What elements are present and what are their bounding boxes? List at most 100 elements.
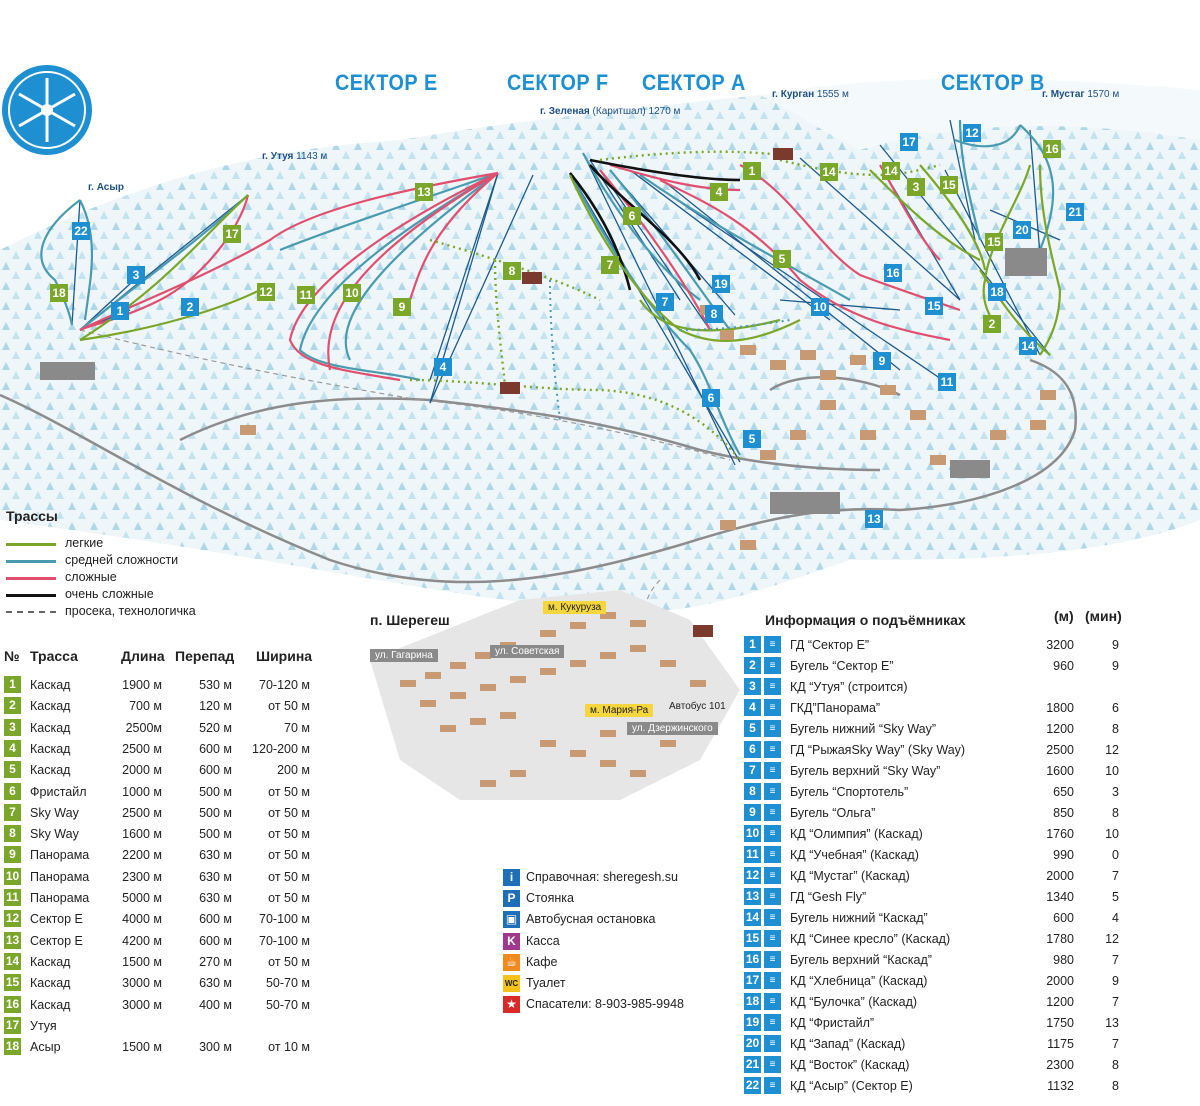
lift-name: КД “Булочка” (Каскад) (790, 995, 918, 1009)
trail-number-badge: 2 (4, 697, 21, 715)
trail-width: 200 м (277, 763, 310, 778)
lift-number-badge: 4 (744, 699, 761, 716)
lift-number-badge: 15 (744, 930, 761, 947)
map-trail-badge-7: 7 (601, 256, 619, 274)
trail-width: от 50 м (268, 891, 310, 905)
legend-line-4 (6, 611, 56, 613)
lift-name: КД “Синее кресло” (Каскад) (790, 932, 951, 946)
trail-drop: 500 м (199, 784, 232, 799)
lift-type-icon: ≡ (764, 825, 781, 842)
trail-name: Асыр (30, 1040, 61, 1055)
trail-width: 70-100 м (259, 912, 310, 927)
map-lift-badge-7: 7 (656, 293, 674, 311)
lift-length: 850 (1053, 806, 1074, 820)
trail-name: Сектор Е (30, 912, 83, 927)
map-trail-badge-1: 1 (743, 162, 761, 180)
trail-name: Каскад (30, 741, 71, 756)
legend-line-1 (6, 560, 56, 563)
peak-asyr: г. Асыр (88, 182, 125, 193)
lift-number-badge: 6 (744, 741, 761, 758)
lift-name: ГД “РыжаяSky Way” (Sky Way) (790, 743, 966, 757)
lift-time: 12 (1105, 743, 1119, 757)
lift-row: 3≡КД “Утуя” (строится) (744, 677, 1194, 697)
lift-number-badge: 12 (744, 867, 761, 884)
peak-kurgan: г. Курган 1555 м (772, 89, 849, 100)
lift-time: 7 (1112, 953, 1119, 967)
lift-type-icon: ≡ (764, 678, 781, 695)
trail-width: 70-120 м (259, 678, 310, 692)
trail-drop: 630 м (199, 869, 232, 884)
lift-time: 9 (1112, 659, 1119, 673)
trail-number-badge: 3 (4, 718, 21, 736)
trail-number-badge: 16 (4, 995, 21, 1013)
trail-drop: 300 м (199, 1040, 232, 1055)
trail-name: Каскад (30, 763, 71, 778)
mountain-terrain (0, 78, 1200, 612)
trail-drop: 500 м (199, 805, 232, 820)
lift-length: 980 (1053, 953, 1074, 967)
lift-type-icon: ≡ (764, 909, 781, 926)
lift-name: КД “Утуя” (строится) (790, 680, 908, 694)
legend-title: Трассы (6, 508, 58, 524)
trail-width: 70-100 м (259, 933, 310, 948)
service-label-0: Справочная: sheregesh.su (526, 870, 679, 884)
peak-mustag: г. Мустаг 1570 м (1042, 89, 1120, 100)
trail-length: 2000 м (122, 763, 162, 778)
trail-drop: 500 м (199, 827, 232, 842)
lift-name: Бугель нижний “Sky Way” (790, 722, 937, 736)
lift-time: 9 (1112, 638, 1119, 652)
cafe-icon: ☕ (503, 953, 520, 971)
lift-time: 4 (1112, 911, 1119, 925)
map-trail-badge-9: 9 (393, 298, 411, 316)
trail-width: от 50 м (268, 784, 310, 799)
easy-dotted-trails (409, 150, 941, 461)
lift-number-badge: 13 (744, 888, 761, 905)
lift-length: 2000 (1046, 869, 1074, 883)
medium-dotted-trails (549, 279, 791, 421)
trail-name: Сектор Е (30, 933, 83, 948)
trail-number-badge: 5 (4, 761, 21, 779)
map-lift-badge-12: 12 (963, 124, 981, 142)
lift-type-icon: ≡ (764, 720, 781, 737)
lift-number-badge: 1 (744, 636, 761, 653)
lift-number-badge: 20 (744, 1035, 761, 1052)
lift-name: КД “Асыр” (Сектор Е) (790, 1079, 913, 1093)
lift-type-icon: ≡ (764, 657, 781, 674)
trail-width: 70 м (284, 720, 310, 735)
trail-drop: 600 м (199, 912, 232, 927)
trail-name: Каскад (30, 976, 71, 991)
map-lift-badge-17: 17 (900, 133, 918, 151)
lift-length: 2500 (1046, 743, 1074, 757)
legend-label-4: просека, технологичка (65, 604, 196, 618)
trail-name: Каскад (30, 699, 71, 714)
trail-length: 2500 м (122, 741, 162, 756)
lift-length: 1780 (1046, 932, 1074, 946)
trail-name: Каскад (30, 954, 71, 969)
trail-drop: 630 м (199, 891, 232, 905)
rescue-star-icon: ★ (503, 996, 520, 1014)
map-trail-badge-14: 14 (882, 162, 900, 180)
lift-name: КД “Мустаг” (Каскад) (790, 869, 910, 883)
lift-time: 7 (1112, 869, 1119, 883)
lift-length: 960 (1053, 659, 1074, 673)
trail-name: Панорама (30, 891, 90, 905)
lift-number-badge: 21 (744, 1056, 761, 1073)
trail-number-badge: 9 (4, 846, 21, 864)
lift-name: Бугель “Сектор Е” (790, 659, 894, 673)
trail-name: Sky Way (30, 805, 79, 820)
trail-number-badge: 1 (4, 676, 21, 693)
lift-number-badge: 8 (744, 783, 761, 800)
map-lift-badge-5: 5 (743, 430, 761, 448)
service-label-4: Кафе (526, 954, 558, 969)
trail-width: от 50 м (268, 805, 310, 820)
